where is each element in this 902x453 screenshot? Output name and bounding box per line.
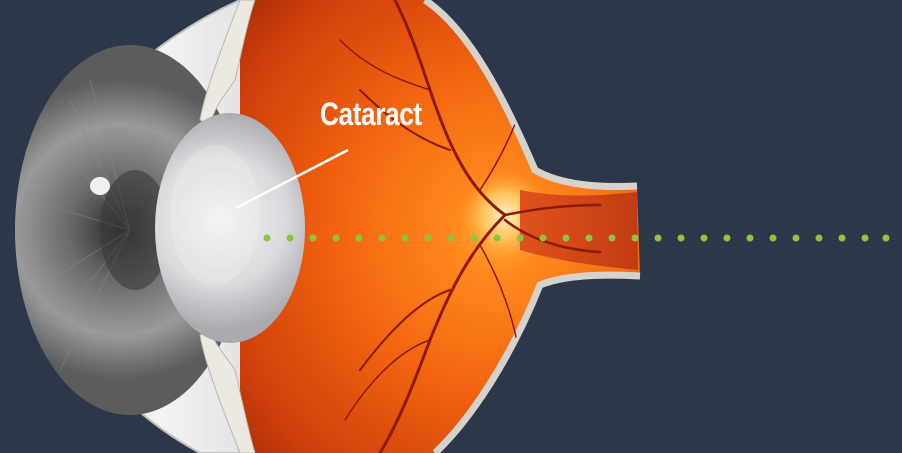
cataract-label: Cataract [320,96,422,133]
reflection [90,177,110,195]
